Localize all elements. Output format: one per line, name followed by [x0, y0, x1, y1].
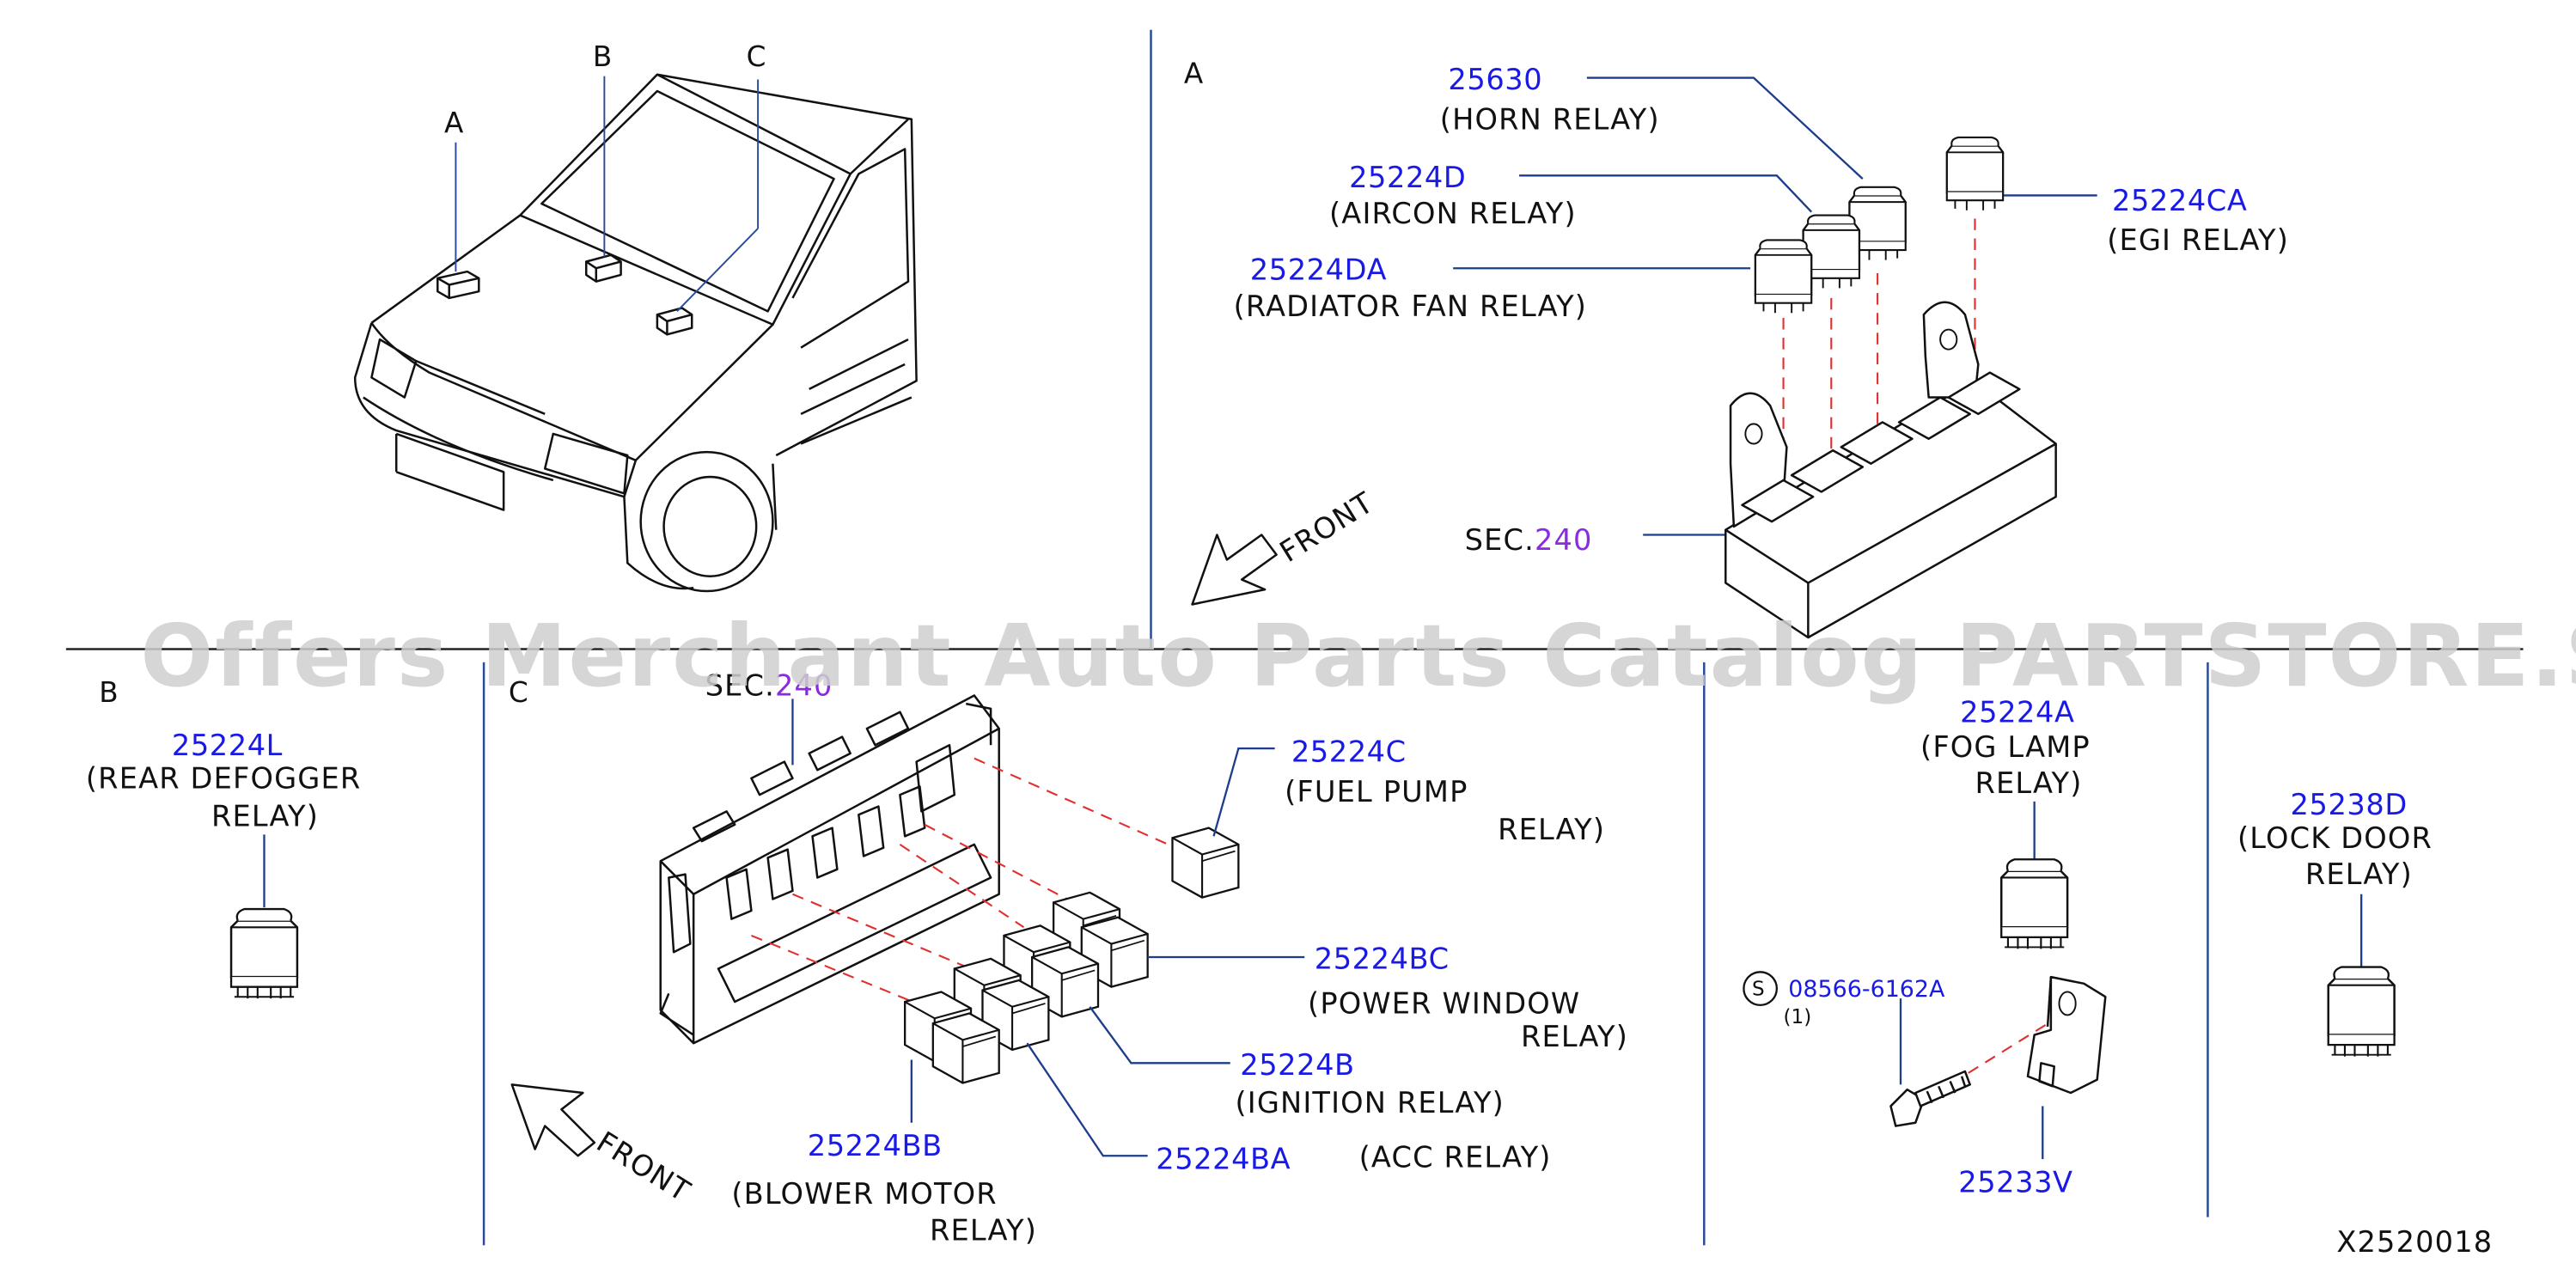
relay-25224ca-icon: [1945, 136, 2005, 211]
part-name-egi-relay: (EGI RELAY): [2107, 223, 2289, 257]
section-a-header: A: [1184, 57, 1204, 89]
marker-b: B: [593, 40, 612, 73]
screw-symbol-icon: [1743, 971, 1779, 1007]
relay-25224l-icon: [229, 907, 299, 1000]
part-name-fuel-pump: (FUEL PUMP: [1285, 775, 1468, 808]
marker-a: A: [444, 107, 464, 139]
part-name-power-window-relay: RELAY): [1521, 1020, 1628, 1053]
sec-ref-c[interactable]: SEC.240: [705, 668, 833, 702]
junction-block-sec240-c: [659, 694, 1000, 1045]
part-name-fog-lamp-relay: RELAY): [1975, 766, 2082, 800]
part-name-acc-relay: (ACC RELAY): [1359, 1141, 1552, 1174]
part-name-rear-defogger: (REAR DEFOGGER: [86, 761, 361, 795]
relay-25224c-icon: [1171, 827, 1240, 899]
part-number-25224b[interactable]: 25224B: [1240, 1048, 1354, 1082]
bracket-25233v-icon: [2026, 975, 2107, 1095]
section-dividers: [65, 29, 2524, 1246]
part-name-aircon-relay: (AIRCON RELAY): [1329, 197, 1577, 230]
part-name-rear-defogger-relay: RELAY): [211, 800, 319, 833]
part-name-fog-lamp: (FOG LAMP: [1920, 730, 2091, 764]
part-number-25238d[interactable]: 25238D: [2291, 788, 2408, 821]
part-name-radiator-fan-relay: (RADIATOR FAN RELAY): [1234, 290, 1588, 323]
figure-id: X2520018: [2336, 1225, 2493, 1259]
front-label-a: FRONT: [1274, 485, 1380, 569]
part-name-power-window: (POWER WINDOW: [1308, 986, 1580, 1020]
relay-box-sec240-a: [1724, 301, 2057, 639]
part-number-25233v[interactable]: 25233V: [1958, 1166, 2072, 1199]
screw-symbol: S: [1752, 978, 1765, 1000]
section-c-header: C: [509, 676, 528, 709]
part-name-horn-relay: (HORN RELAY): [1440, 102, 1660, 136]
part-number-25224l[interactable]: 25224L: [172, 729, 283, 762]
part-number-25224bb[interactable]: 25224BB: [808, 1129, 943, 1162]
front-label-c: FRONT: [591, 1125, 697, 1208]
part-name-lock-door-relay: RELAY): [2305, 857, 2413, 891]
front-arrow-c-icon: [510, 1083, 596, 1157]
part-name-fuel-pump-relay: RELAY): [1498, 813, 1605, 846]
part-name-lock-door: (LOCK DOOR: [2237, 821, 2433, 855]
part-name-blower-motor: (BLOWER MOTOR: [731, 1177, 997, 1211]
part-name-blower-motor-relay: RELAY): [930, 1214, 1037, 1248]
relay-25238d-icon: [2327, 966, 2396, 1058]
part-qty-08566-6162a: (1): [1784, 1006, 1812, 1028]
section-b-header: B: [99, 676, 118, 709]
part-name-ignition-relay: (IGNITION RELAY): [1236, 1086, 1505, 1119]
sec-ref-a[interactable]: SEC.240: [1465, 523, 1593, 557]
part-number-08566-6162a[interactable]: 08566-6162A: [1788, 976, 1945, 1003]
section-c-connectors: [751, 757, 1176, 1011]
part-number-25224c[interactable]: 25224C: [1291, 735, 1407, 769]
bolt-08566-6162a-icon: [1889, 1070, 1971, 1127]
part-number-25630[interactable]: 25630: [1448, 63, 1542, 96]
relay-25224a-icon: [1999, 858, 2069, 950]
part-number-25224ba[interactable]: 25224BA: [1156, 1143, 1291, 1176]
part-number-25224d[interactable]: 25224D: [1349, 161, 1466, 194]
watermark-text: Offers Merchant Auto Parts Catalog PARTS…: [140, 606, 2576, 706]
relay-25224da-icon: [1754, 239, 1813, 314]
front-arrow-a-icon: [1191, 534, 1278, 606]
part-number-25224ca[interactable]: 25224CA: [2112, 184, 2247, 217]
part-number-25224a[interactable]: 25224A: [1960, 695, 2074, 729]
marker-c: C: [747, 40, 766, 73]
section-a-leaders: [1453, 76, 2097, 536]
vehicle-overview-drawing: [353, 73, 918, 593]
part-number-25224da[interactable]: 25224DA: [1250, 253, 1387, 287]
overview-leaders: [455, 76, 760, 313]
part-number-25224bc[interactable]: 25224BC: [1315, 942, 1450, 975]
section-c-leaders: [910, 747, 1305, 1157]
